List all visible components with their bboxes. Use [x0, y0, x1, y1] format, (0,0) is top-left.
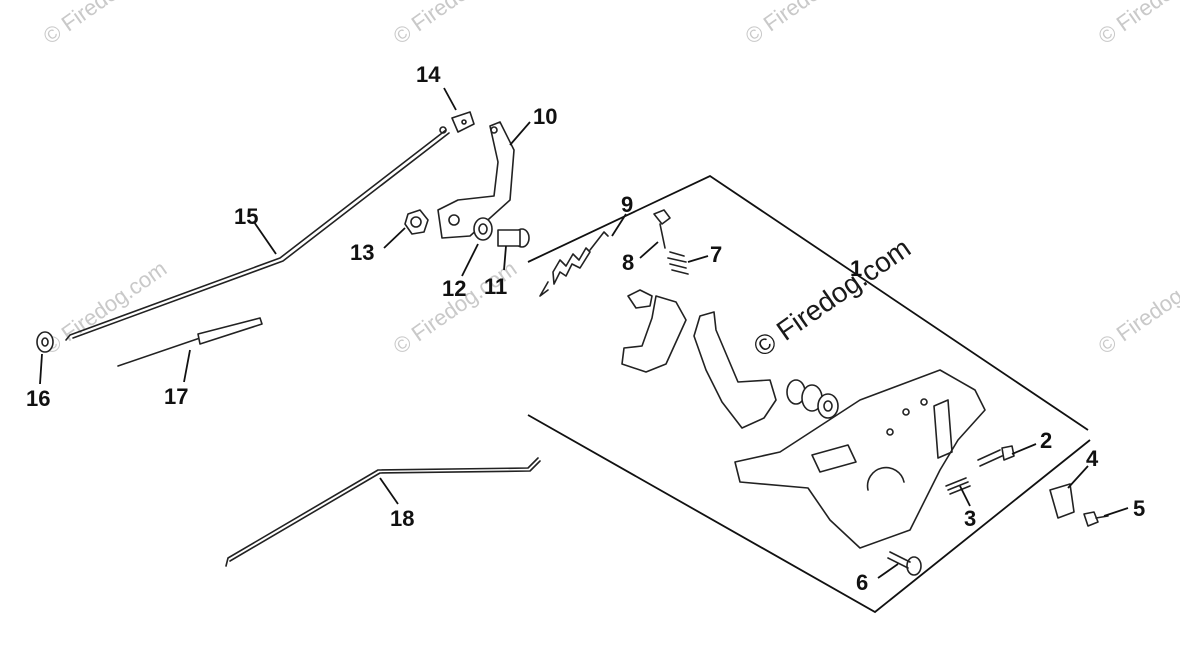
part-1-control-plate [734, 369, 986, 549]
callout-6: 6 [856, 570, 868, 595]
part-11-shoulder-bolt [497, 228, 530, 248]
watermark-text: © Firedog.com [389, 256, 522, 359]
part-13-nut [404, 209, 429, 235]
part-8-bolt [653, 209, 671, 249]
watermark-text: © Firedog.com [389, 0, 522, 49]
watermark-text: © Firedog.com [1094, 256, 1180, 359]
part-5-screw [1083, 511, 1109, 527]
watermark-text: © Firedog.com [39, 0, 172, 49]
callout-7: 7 [710, 242, 722, 267]
callout-1: 1 [850, 256, 862, 281]
callout-labels: 1 2 3 4 5 6 7 8 9 10 11 12 13 14 15 16 1… [26, 62, 1145, 595]
watermark-text: © Firedog.com [1094, 0, 1180, 49]
part-17-cable [117, 317, 263, 367]
callout-9: 9 [621, 192, 633, 217]
callout-8: 8 [622, 250, 634, 275]
callout-12: 12 [442, 276, 466, 301]
part-10-control-bracket [437, 121, 515, 239]
callout-11: 11 [484, 274, 507, 299]
callout-2: 2 [1040, 428, 1052, 453]
callout-10: 10 [533, 104, 557, 129]
part-9-extension-spring [539, 231, 609, 297]
part-6-screw [887, 551, 922, 576]
part-15-throttle-rod [65, 126, 450, 341]
leader-lines [39, 87, 1129, 579]
callout-18: 18 [390, 506, 414, 531]
part-4-clip [1049, 483, 1075, 519]
callout-3: 3 [964, 506, 976, 531]
assembly-frame [527, 174, 1091, 614]
callout-15: 15 [234, 204, 258, 229]
watermarks: © Firedog.com © Firedog.com © Firedog.co… [39, 0, 1180, 363]
part-16-nut [36, 331, 54, 353]
watermark-text: © Firedog.com [741, 0, 874, 49]
part-3-spring [945, 477, 971, 495]
part-12-washer [473, 217, 493, 241]
callout-5: 5 [1133, 496, 1145, 521]
part-7-compression-spring [667, 251, 689, 275]
callout-14: 14 [416, 62, 441, 87]
part-14-rod-clip [451, 111, 475, 133]
part-2-bolt [977, 445, 1015, 467]
callout-4: 4 [1086, 446, 1099, 471]
watermark-text: © Firedog.com [39, 256, 172, 359]
callout-16: 16 [26, 386, 50, 411]
callout-17: 17 [164, 384, 188, 409]
callout-13: 13 [350, 240, 374, 265]
governor-linkage [621, 289, 839, 429]
part-18-choke-rod [225, 457, 541, 567]
